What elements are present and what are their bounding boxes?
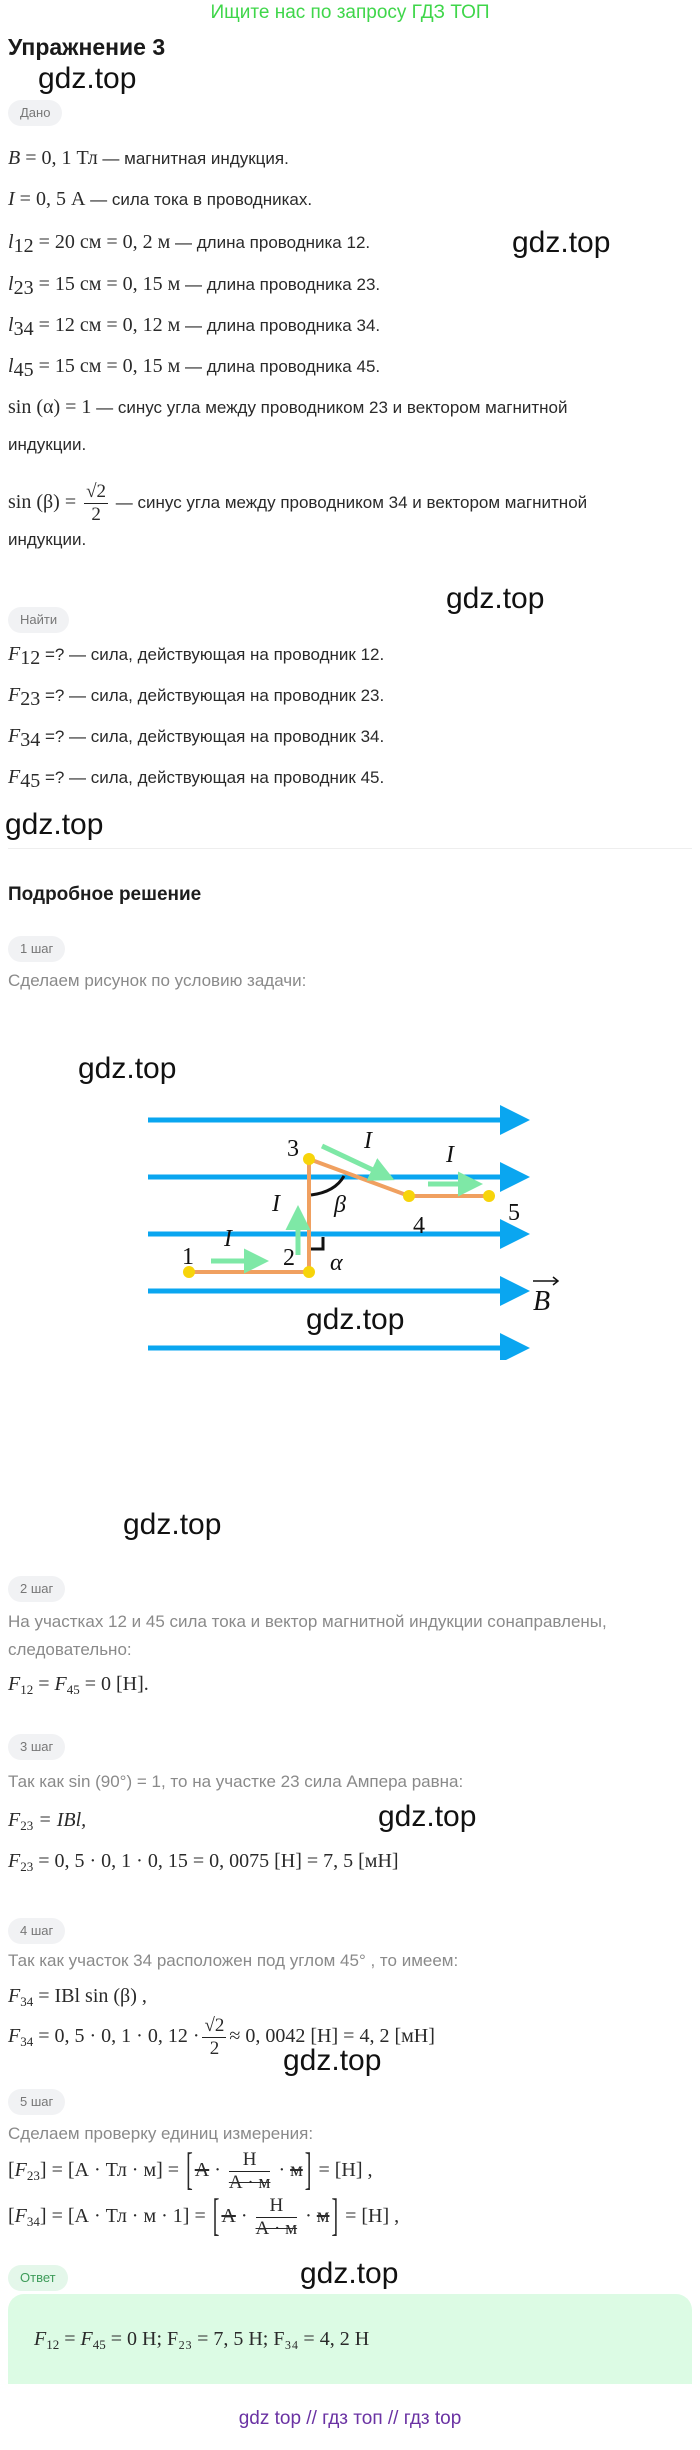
label-5: 5 — [508, 1200, 520, 1226]
beta-arc — [310, 1175, 346, 1197]
find-item: F34 =? — сила, действующая на проводник … — [8, 725, 385, 751]
current-label: I — [271, 1191, 281, 1217]
find-item: F23 =? — сила, действующая на проводник … — [8, 684, 385, 710]
watermark: gdz.top — [300, 2257, 399, 2290]
point-1 — [183, 1266, 195, 1278]
watermark: gdz.top — [512, 226, 611, 259]
find-item: F12 =? — сила, действующая на проводник … — [8, 643, 385, 669]
alpha-label: α — [330, 1250, 343, 1276]
step-2-equation: F12 = F45 = 0 [Н]. — [8, 1673, 149, 1697]
watermark: gdz.top — [38, 62, 137, 95]
step-4-tag: 4 шаг — [8, 1918, 66, 1944]
step-3-text: Так как sin (90°) = 1, то на участке 23 … — [8, 1772, 464, 1791]
watermark: gdz.top — [283, 2044, 382, 2077]
current-label: I — [363, 1128, 373, 1154]
given-tag: Дано — [8, 100, 63, 126]
label-2: 2 — [283, 1245, 295, 1271]
answer-text: F12 = F45 = 0 Н; F₂₃ = 7, 5 Н; F₃₄ = 4, … — [34, 2328, 370, 2352]
search-banner[interactable]: Ищите нас по запросу ГДЗ ТОП — [210, 2, 490, 23]
circuit-diagram: 1 2 3 4 5 I I I I β α B — [148, 1105, 560, 1360]
watermark: gdz.top — [123, 1508, 222, 1541]
answer-tag: Ответ — [8, 2265, 68, 2291]
watermark: gdz.top — [5, 808, 104, 841]
given-l45: l45 = 15 см = 0, 15 м — длина проводника… — [8, 355, 381, 381]
label-4: 4 — [413, 1213, 425, 1239]
step-5-text: Сделаем проверку единиц измерения: — [8, 2124, 314, 2143]
label-1: 1 — [182, 1244, 194, 1270]
solution-heading: Подробное решение — [8, 884, 202, 905]
step-3-calculation: F23 = 0, 5 · 0, 1 · 0, 15 = 0, 0075 [Н] … — [8, 1850, 399, 1874]
footer-links[interactable]: gdz top // гдз топ // гдз top — [238, 2408, 462, 2429]
point-5 — [483, 1190, 495, 1202]
divider — [8, 848, 692, 849]
given-l23: l23 = 15 см = 0, 15 м — длина проводника… — [8, 273, 381, 299]
step-1-tag: 1 шаг — [8, 936, 66, 962]
point-2 — [303, 1266, 315, 1278]
watermark: gdz.top — [446, 582, 545, 615]
given-sin-alpha: sin (α) = 1 — синус угла между проводник… — [8, 396, 568, 418]
current-arrow — [320, 1143, 395, 1181]
step-2-tag: 2 шаг — [8, 1576, 66, 1602]
given-sin-beta-cont: индукции. — [8, 530, 87, 549]
watermark: gdz.top — [78, 1052, 177, 1085]
find-item: F45 =? — сила, действующая на проводник … — [8, 766, 385, 792]
answer-box — [8, 2294, 692, 2384]
given-l12: l12 = 20 см = 0, 2 м — длина проводника … — [8, 231, 371, 257]
step-2-text: следовательно: — [8, 1640, 132, 1659]
label-3: 3 — [287, 1136, 299, 1162]
step-2-text: На участках 12 и 45 сила тока и вектор м… — [8, 1612, 607, 1631]
exercise-title: Упражнение 3 — [8, 34, 166, 60]
step-1-text: Сделаем рисунок по условию задачи: — [8, 971, 307, 990]
field-label: B — [533, 1286, 550, 1317]
step-3-tag: 3 шаг — [8, 1734, 66, 1760]
current-label: I — [445, 1142, 455, 1168]
find-tag: Найти — [8, 607, 70, 633]
step-4-equation: F34 = IBl sin (β) , — [8, 1985, 147, 2009]
watermark: gdz.top — [306, 1303, 405, 1336]
point-3 — [303, 1153, 315, 1165]
current-label: I — [223, 1226, 233, 1252]
beta-label: β — [333, 1192, 346, 1218]
step-3-equation: F23 = IBl, — [8, 1809, 87, 1833]
step-4-text: Так как участок 34 расположен под углом … — [8, 1951, 459, 1970]
given-sin-alpha-cont: индукции. — [8, 435, 87, 454]
step-5-tag: 5 шаг — [8, 2089, 66, 2115]
given-i: I = 0, 5 А — сила тока в проводниках. — [8, 188, 313, 210]
point-4 — [403, 1190, 415, 1202]
given-b: B = 0, 1 Тл — магнитная индукция. — [8, 147, 289, 169]
watermark: gdz.top — [378, 1800, 477, 1833]
right-angle-mark — [311, 1237, 325, 1251]
given-l34: l34 = 12 см = 0, 12 м — длина проводника… — [8, 314, 381, 340]
